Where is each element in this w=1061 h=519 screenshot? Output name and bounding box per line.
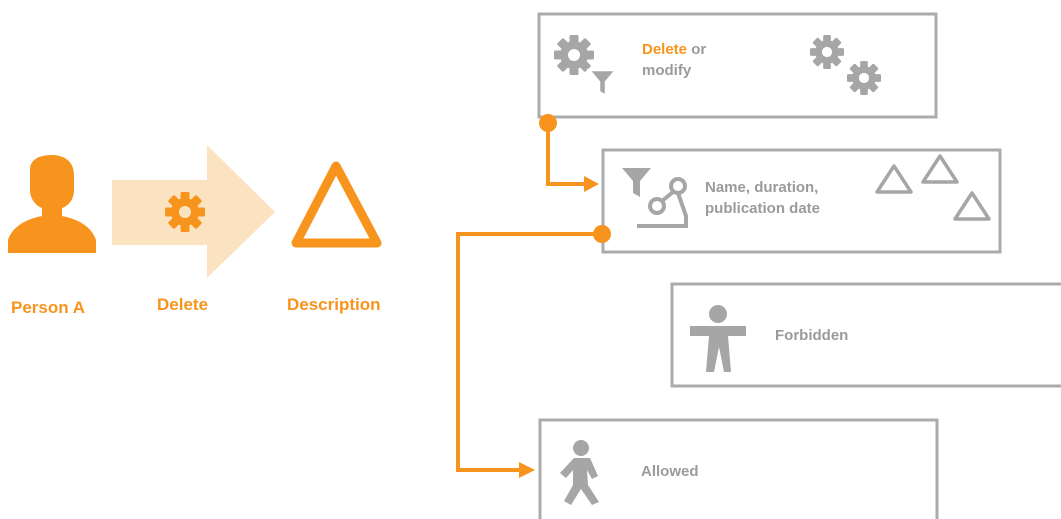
box-delete-modify <box>537 12 938 119</box>
forbidden-label: Forbidden <box>775 327 849 344</box>
gears-icon <box>810 35 881 95</box>
modify-text-rest: or <box>687 41 707 58</box>
allowed-label: Allowed <box>641 463 699 480</box>
modify-box-text: Delete or modify <box>642 39 706 81</box>
attributes-box-text: Name, duration, publication date <box>705 177 820 219</box>
attributes-line2: publication date <box>705 200 821 217</box>
gear-filter-icon <box>554 35 619 99</box>
object-label: Description <box>287 295 381 314</box>
attributes-line1: Name, duration, <box>705 179 819 196</box>
connector-modify-to-attributes <box>539 114 599 192</box>
gear-icon <box>165 192 205 232</box>
triangle-icon <box>291 161 382 248</box>
box-allowed <box>538 418 939 519</box>
allowed-figure-icon <box>560 440 599 505</box>
connector-attributes-to-allowed <box>456 225 611 478</box>
person-icon <box>8 155 96 253</box>
modify-line2: modify <box>642 62 692 79</box>
forbidden-figure-icon <box>690 305 746 372</box>
triangles-icon <box>875 154 991 221</box>
person-label: Person A <box>11 298 86 317</box>
modify-highlight: Delete <box>642 41 688 58</box>
action-label: Delete <box>157 295 209 314</box>
filter-network-icon <box>622 168 688 228</box>
